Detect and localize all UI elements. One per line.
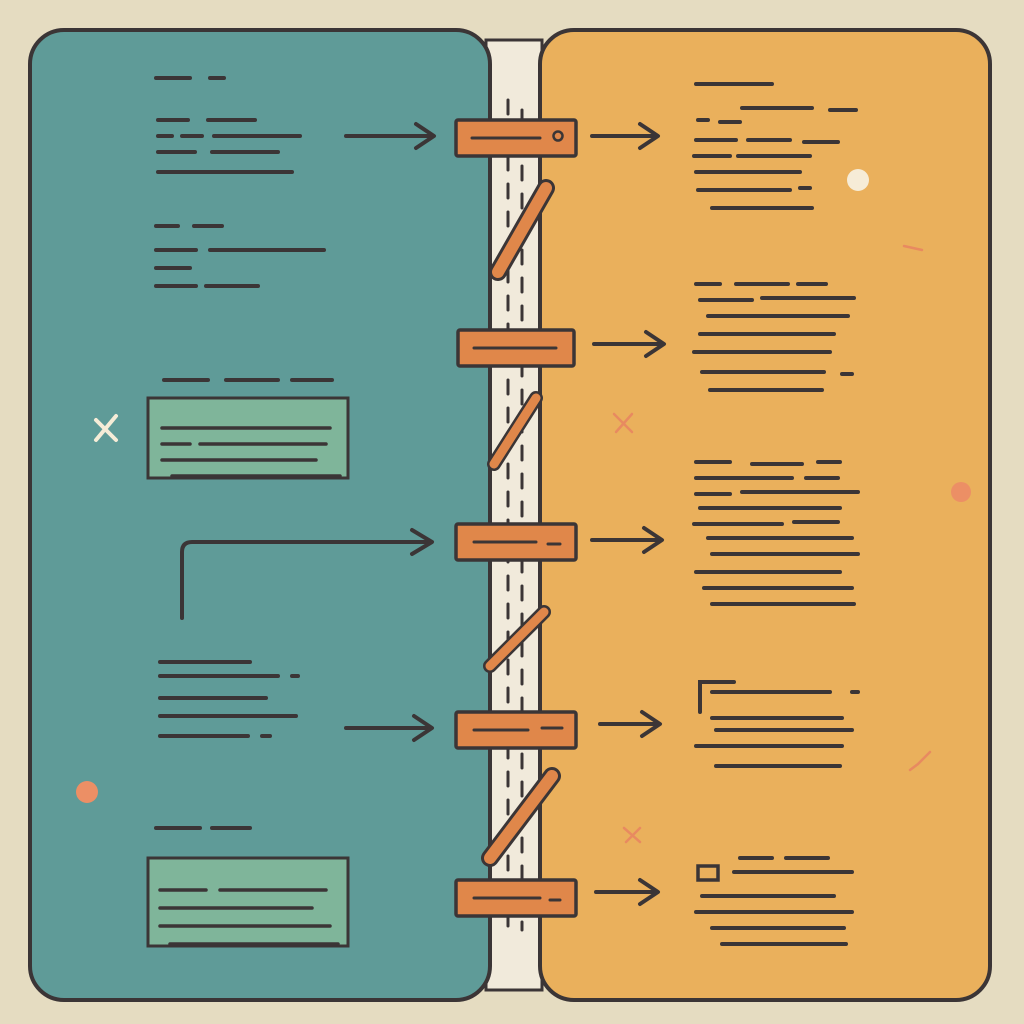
right-text-group-2 [692,282,856,392]
connector-5 [454,878,578,918]
right-panel [538,28,992,1002]
highlight-block-1 [146,396,350,480]
diagonal-pin-1 [489,179,555,281]
arrow-right-3 [590,526,664,554]
arrow-left-1 [344,122,436,150]
connector-4 [454,710,578,750]
cross-icon [94,414,118,442]
right-arrows [590,122,666,906]
left-text-group-1 [154,76,302,174]
diagonal-pin-2 [487,391,543,471]
left-panel [28,28,492,1002]
right-text-group-4 [694,680,860,768]
arrow-right-2 [592,330,666,358]
highlight-block-2 [146,856,350,948]
left-text-group-4 [158,660,300,738]
connector-2 [456,328,576,368]
links [481,179,561,867]
arrow-left-4 [344,714,434,742]
arrow-right-4 [598,710,662,738]
flow-elbow-arrowhead [410,528,434,556]
flow-elbow-line [180,540,430,620]
spine-dashes [506,98,524,932]
right-text-group-3 [692,460,860,606]
orange-dot-left [76,781,98,803]
connector-1 [454,118,578,158]
left-arrows [344,122,436,742]
diagonal-pin-3 [483,605,551,673]
cross-icon-right-lower [622,826,642,844]
orange-dot-right [951,482,971,502]
arrow-right-1 [590,122,660,150]
white-dot [847,169,869,191]
left-text-group-2 [154,224,326,288]
diagonal-pin-4 [481,767,561,867]
dash-mark [902,244,924,252]
cross-icon-right [612,412,634,434]
connector-3 [454,522,578,562]
check-icon [908,750,932,772]
connectors [454,118,578,918]
right-text-group-1 [692,82,858,210]
arrow-right-5 [594,878,660,906]
right-text-group-5 [694,856,854,946]
